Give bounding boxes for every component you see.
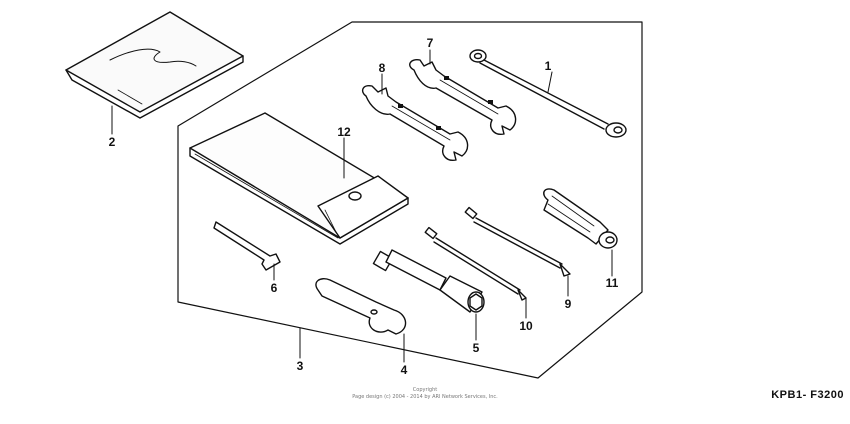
callout-9: 9 — [565, 297, 572, 311]
callout-2: 2 — [109, 135, 116, 149]
pin-spanner — [315, 278, 407, 335]
leader-line-1 — [547, 71, 553, 93]
callout-1: 1 — [545, 59, 552, 73]
hex-key — [213, 221, 281, 271]
callout-4: 4 — [401, 363, 408, 377]
diagram-code: KPB1- F3200 — [771, 389, 844, 401]
plastic-bag — [65, 11, 244, 119]
plug-wrench — [372, 249, 485, 313]
open-end-wrench-8 — [361, 84, 469, 161]
callout-6: 6 — [271, 281, 278, 295]
callout-10: 10 — [519, 319, 533, 333]
screwdriver-shaft-flat — [424, 226, 527, 301]
callout-11: 11 — [606, 276, 619, 290]
callout-12: 12 — [337, 125, 351, 139]
callout-7: 7 — [427, 36, 434, 50]
tool-pouch — [189, 112, 409, 245]
kit-boundary-outline — [177, 21, 643, 379]
screwdriver-handle — [543, 188, 618, 249]
callout-3: 3 — [297, 359, 304, 373]
open-end-wrench-7 — [409, 58, 517, 135]
ring-wrench — [469, 49, 627, 138]
screwdriver-shaft-phillips — [464, 206, 571, 277]
copyright-line-2: Page design (c) 2004 - 2014 by ARI Netwo… — [352, 394, 498, 400]
copyright-line-1: Copyright — [413, 387, 437, 393]
callout-8: 8 — [379, 61, 386, 75]
callout-5: 5 — [473, 341, 480, 355]
